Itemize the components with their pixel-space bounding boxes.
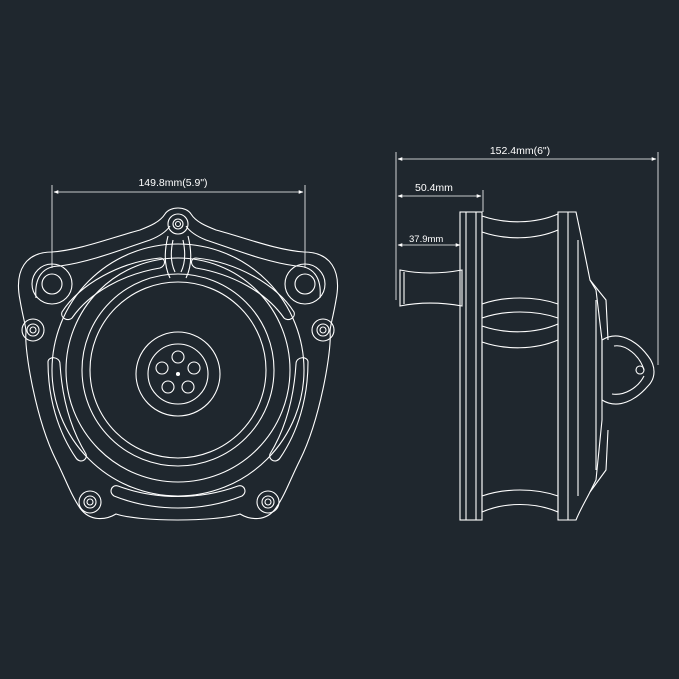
hub-center <box>175 371 181 377</box>
hub-holes <box>155 350 201 394</box>
bottom-left-bolt-outer <box>78 490 102 514</box>
inlet-depth-label: 37.9mm <box>409 234 443 245</box>
front-inner-contour <box>35 225 321 299</box>
inlet-depth-dimension: 37.9mm <box>397 234 461 247</box>
top-spoke <box>164 235 192 279</box>
front-width-dimension: 149.8mm(5.9") <box>51 177 306 268</box>
left-bolt <box>26 323 40 337</box>
mid-ring <box>65 257 291 483</box>
left-bolt-outer <box>21 318 45 342</box>
top-bolt-outer <box>167 213 189 235</box>
right-ear-hole <box>294 273 316 295</box>
front-view: 149.8mm(5.9") <box>18 177 338 521</box>
bottom-right-bolt <box>261 495 275 509</box>
total-depth-dimension: 152.4mm(6") <box>395 145 659 365</box>
front-outer-housing <box>18 207 338 521</box>
face-ring <box>89 281 267 459</box>
right-bolt <box>316 323 330 337</box>
body-depth-dimension: 50.4mm <box>397 182 484 212</box>
top-bolt <box>172 218 184 230</box>
back-plate <box>459 211 483 521</box>
front-cover <box>557 211 603 521</box>
vent-slots <box>47 257 309 509</box>
left-ear-boss <box>31 263 73 305</box>
hub-inner <box>147 343 209 405</box>
body-depth-label: 50.4mm <box>415 182 453 194</box>
bottom-right-bolt-outer <box>256 490 280 514</box>
bottom-left-bolt <box>83 495 97 509</box>
right-ear-boss <box>284 263 326 305</box>
inlet-stub <box>399 269 463 307</box>
body-upper <box>481 213 559 319</box>
left-ear-hole <box>41 273 63 295</box>
inner-ring <box>81 273 275 467</box>
front-width-label: 149.8mm(5.9") <box>138 177 207 189</box>
total-depth-label: 152.4mm(6") <box>490 145 550 157</box>
side-view: 152.4mm(6") 50.4mm 37.9mm <box>395 145 659 521</box>
hub-outer <box>135 331 221 417</box>
body-lower <box>481 323 559 513</box>
nose-cone <box>601 335 655 405</box>
right-bolt-outer <box>311 318 335 342</box>
